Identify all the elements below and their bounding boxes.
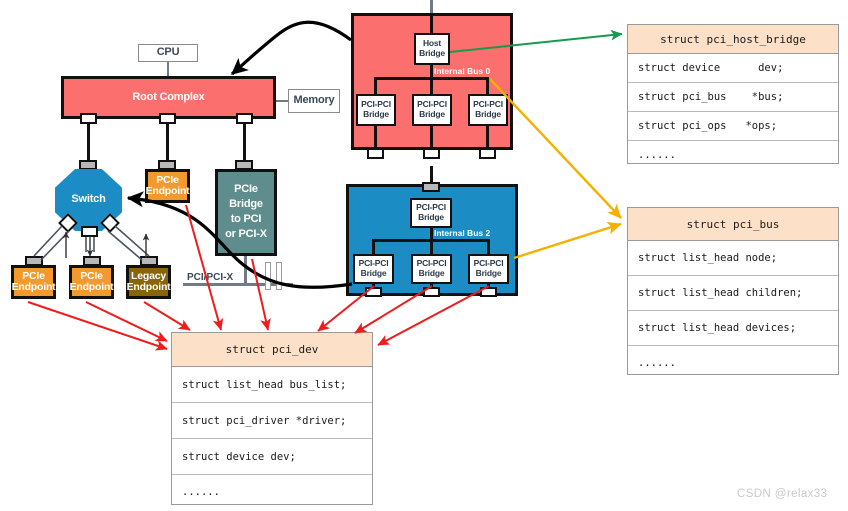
endpoint-label-line1: PCIe (22, 269, 45, 282)
endpoint-label-line1: PCIe (80, 269, 103, 282)
bus2-drop-3 (487, 240, 490, 254)
struct-pci-dev: struct pci_dev struct list_head bus_list… (171, 332, 373, 505)
ppb-line1: PCI-PCI (417, 99, 447, 110)
blue-block-port-3 (480, 287, 497, 297)
pcie-endpoint-bottom-2: PCIe Endpoint (69, 265, 114, 299)
cpu-box: CPU (138, 44, 198, 62)
host-bridge-line1: Host (422, 38, 442, 49)
bus0-drop-2 (430, 78, 433, 94)
ppb-line1: PCI-PCI (473, 258, 504, 269)
ppb-line1: PCI-PCI (358, 258, 389, 269)
ppb-line2: Bridge (475, 109, 501, 119)
internal-bus-2-label: Internal Bus 2 (434, 228, 491, 238)
struct-field-row: ...... (638, 149, 676, 161)
blue-block-port-1 (365, 287, 382, 297)
switch-upstream-port (79, 160, 97, 170)
internal-bus-2-stem (430, 228, 433, 240)
bus2-drop-1 (372, 240, 375, 254)
struct-field-row: struct pci_bus *bus; (628, 83, 838, 112)
pci-slot-1 (265, 262, 271, 290)
ppb-bus2-2: PCI-PCI Bridge (411, 254, 452, 284)
bridge-line-2: Bridge (229, 198, 263, 211)
ppb-line2: Bridge (419, 109, 445, 119)
ppb-bus2-3: PCI-PCI Bridge (468, 254, 509, 284)
red-block-port-3 (479, 148, 496, 159)
bridge-line-1: PCIe (234, 183, 258, 196)
endpoint-label-line2: Endpoint (145, 185, 190, 197)
pcie-bridge-box: PCIe Bridge to PCI or PCI-X (215, 169, 277, 256)
ppb-line2: Bridge (363, 109, 389, 119)
ppb-line2: Bridge (418, 268, 445, 278)
rc-port-3 (236, 113, 253, 124)
bus0-drop-3 (486, 78, 489, 94)
struct-title: struct pci_dev (172, 333, 372, 367)
internal-bus-0-stem (430, 65, 433, 78)
struct-field-row: struct device dev; (628, 54, 838, 83)
rc-link-2 (166, 124, 169, 162)
struct-pci-host-bridge: struct pci_host_bridge struct device dev… (627, 24, 839, 164)
bus0-drop-1 (374, 78, 377, 94)
pcie-endpoint-top: PCIe Endpoint (145, 169, 190, 203)
struct-field-row: struct pci_driver *driver; (172, 403, 372, 439)
struct-field-row: struct list_head children; (628, 276, 838, 311)
blue-block-uplink (430, 166, 433, 184)
cpu-wire (167, 62, 169, 76)
rc-port-1 (80, 113, 97, 124)
struct-field-row: struct pci_ops *ops; (628, 112, 838, 141)
struct-field-row: struct device dev; (172, 439, 372, 475)
pci-bus-label: PCI/PCI-X (187, 272, 234, 283)
red-block-port-2 (423, 148, 440, 159)
ppb-line1: PCI-PCI (416, 258, 447, 269)
ppb-line2: Bridge (475, 268, 502, 278)
red-block-uplink (430, 0, 433, 14)
ppb-bus2-1: PCI-PCI Bridge (353, 254, 394, 284)
struct-field-row: struct list_head devices; (628, 311, 838, 346)
endpoint-label-line2: Endpoint (69, 281, 114, 293)
legacy-endpoint: Legacy Endpoint (126, 265, 171, 299)
ppb-upstream: PCI-PCI Bridge (410, 198, 452, 228)
bridge-line-3: to PCI (230, 213, 262, 225)
struct-field-row: ...... (182, 486, 220, 498)
struct-field-row: struct list_head bus_list; (172, 367, 372, 403)
struct-title: struct pci_host_bridge (628, 25, 838, 54)
ppb-bus0-1: PCI-PCI Bridge (356, 94, 396, 126)
rc-port-2 (159, 113, 176, 124)
watermark: CSDN @relax33 (737, 488, 828, 500)
ppb-line1: PCI-PCI (473, 99, 503, 110)
pci-bus-stub (244, 256, 247, 284)
red-block-port-1 (367, 148, 384, 159)
memory-wire (276, 100, 289, 102)
ppb-bus0-3: PCI-PCI Bridge (468, 94, 508, 126)
blue-block-upstream-port (422, 182, 440, 192)
ppb-line1: PCI-PCI (361, 99, 391, 110)
struct-field-row: struct list_head node; (628, 241, 838, 276)
bridge-line-4: or PCI-X (225, 227, 267, 240)
ppb-bus0-2: PCI-PCI Bridge (412, 94, 452, 126)
pci-slot-2 (276, 262, 282, 290)
endpoint-label-line2: Endpoint (11, 281, 56, 293)
endpoint-label-line2: Endpoint (126, 281, 171, 293)
bus0-out-3 (486, 126, 489, 150)
host-bridge-line2: Bridge (419, 48, 445, 58)
struct-title: struct pci_bus (628, 208, 838, 241)
bus0-out-1 (374, 126, 377, 150)
rc-link-3 (243, 124, 246, 162)
bus2-drop-2 (430, 240, 433, 254)
memory-box: Memory (288, 89, 340, 113)
struct-pci-bus: struct pci_bus struct list_head node; st… (627, 207, 839, 375)
switch-dn-port-mid (81, 226, 98, 237)
ppb-line2: Bridge (418, 212, 444, 222)
ppb-line1: PCI-PCI (416, 202, 446, 213)
bus0-out-2 (430, 126, 433, 150)
rc-link-1 (87, 124, 90, 162)
internal-bus-0-label: Internal Bus 0 (434, 66, 491, 76)
ppb-line2: Bridge (360, 268, 387, 278)
struct-field-row: ...... (638, 356, 676, 369)
host-bridge-uplink-wire (430, 14, 433, 34)
host-bridge-node: Host Bridge (414, 33, 450, 65)
blue-block-port-2 (423, 287, 440, 297)
pcie-endpoint-bottom-1: PCIe Endpoint (11, 265, 56, 299)
endpoint-label-line1: PCIe (156, 173, 179, 186)
